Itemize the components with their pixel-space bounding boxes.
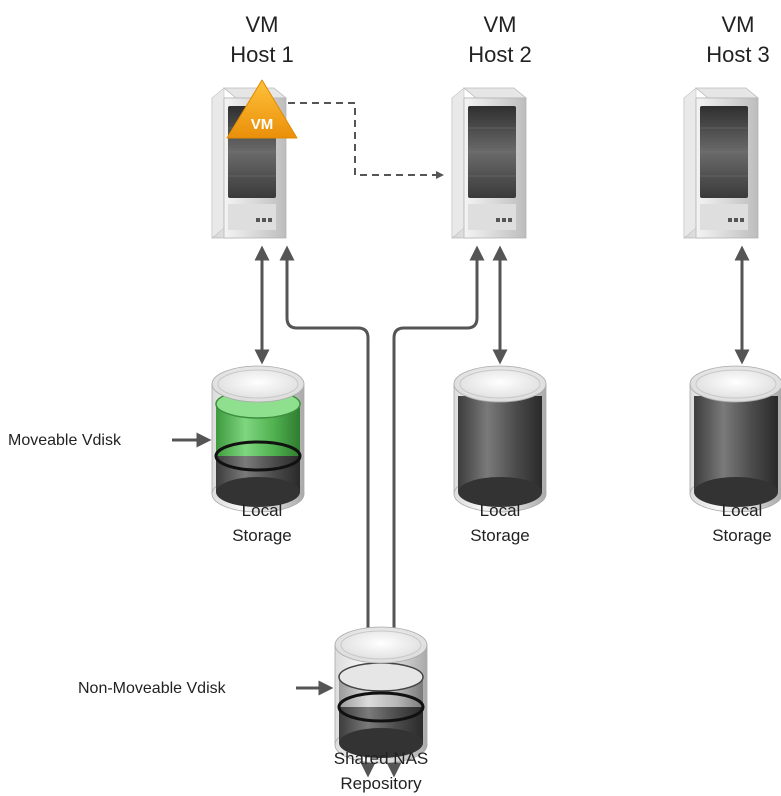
local-storage-1-label-line1: Local	[242, 501, 283, 520]
local-storage-2-label-line1: Local	[480, 501, 521, 520]
host-3-title-line1: VM	[722, 12, 755, 37]
host-2-nas-connector	[386, 245, 485, 778]
local-storage-2-label-line2: Storage	[470, 526, 530, 545]
shared-nas-icon	[334, 626, 428, 764]
host-2-title-line2: Host 2	[468, 42, 532, 67]
vm-triangle-icon: VM	[226, 79, 298, 139]
host-3-server-icon	[683, 87, 759, 239]
host-2-server-icon	[451, 87, 527, 239]
non-moveable-vdisk-label: Non-Moveable Vdisk	[78, 680, 227, 697]
shared-nas-label-line1: Shared NAS	[334, 749, 429, 768]
local-storage-2-icon	[453, 365, 547, 513]
host-3-title-line2: Host 3	[706, 42, 770, 67]
shared-nas-label-line2: Repository	[340, 774, 422, 793]
vm-badge-label: VM	[251, 116, 274, 133]
local-storage-3-label-line1: Local	[722, 501, 763, 520]
moveable-vdisk-label: Moveable Vdisk	[8, 432, 122, 449]
host-1-title-line1: VM	[246, 12, 279, 37]
host-1-title-line2: Host 1	[230, 42, 294, 67]
local-storage-1-icon	[211, 365, 305, 513]
host-1-nas-connector	[279, 245, 376, 778]
local-storage-3-label-line2: Storage	[712, 526, 772, 545]
migration-arrow	[288, 102, 444, 179]
host-2-title-line1: VM	[484, 12, 517, 37]
local-storage-1-label-line2: Storage	[232, 526, 292, 545]
local-storage-3-icon	[689, 365, 781, 513]
